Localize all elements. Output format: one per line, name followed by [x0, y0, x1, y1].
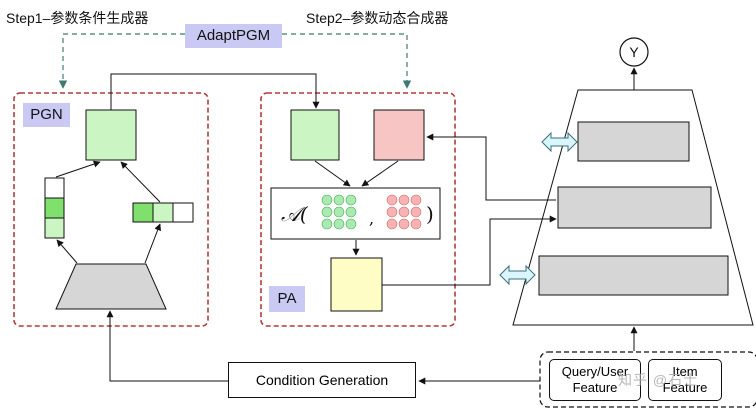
features-group [539, 351, 756, 408]
condition-generation-box: Condition Generation [228, 362, 416, 398]
output-y-label: Y [629, 44, 639, 60]
formula-symbol: 𝒜( [281, 202, 309, 226]
formula-close: ) [426, 202, 434, 226]
query-user-feature-box: Query/User Feature [549, 359, 641, 401]
green-dot-grid [321, 194, 357, 230]
pa-green-square [290, 109, 340, 161]
layer-1 [577, 121, 690, 162]
output-circle [619, 37, 649, 67]
item-feature-label: Feature [662, 380, 708, 395]
layer-2 [557, 186, 712, 229]
pgn-tag: PGN [23, 103, 70, 127]
pa-output-square [330, 257, 383, 312]
pa-panel [260, 92, 456, 327]
item-label: Item [672, 364, 698, 379]
pgn-output-square [85, 109, 137, 161]
layer-3 [538, 255, 729, 296]
red-dot-grid [386, 194, 422, 230]
step1-title: Step1–参数条件生成器 [6, 10, 149, 26]
condition-vector-horizontal [132, 202, 194, 223]
step2-title: Step2–参数动态合成器 [306, 10, 449, 26]
double-arrow-top [541, 131, 578, 153]
watermark: 知乎 @石士 [618, 372, 699, 388]
query-feature-label: Feature [572, 380, 618, 395]
formula-comma: , [369, 209, 374, 228]
pa-red-square [373, 109, 425, 161]
query-user-label: Query/User [561, 364, 629, 379]
condition-vector-vertical [44, 177, 65, 239]
adapt-connector [58, 33, 185, 89]
adaptpgm-tag: AdaptPGM [185, 24, 282, 48]
adapt-connector-right [282, 33, 412, 89]
item-feature-box: Item Feature [648, 359, 722, 401]
pgn-generator-trapezoid [55, 263, 167, 310]
double-arrow-bottom [499, 264, 536, 286]
pa-tag: PA [269, 286, 305, 312]
